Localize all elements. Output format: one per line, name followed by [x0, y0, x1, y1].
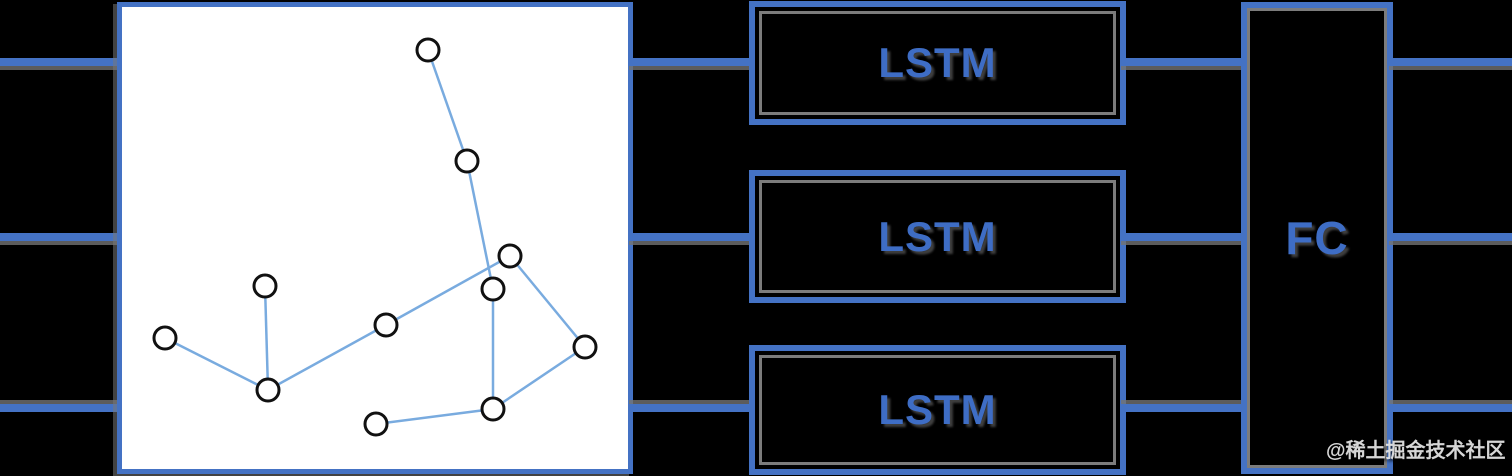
graph-edge — [267, 323, 387, 392]
graph-panel — [117, 2, 633, 474]
graph-to-lstm1-line — [629, 58, 754, 66]
lstm-label-2: LSTM — [878, 212, 997, 260]
lstm-label-1: LSTM — [878, 39, 997, 86]
output-line-3 — [1389, 404, 1512, 412]
watermark-text: @稀土掘金技术社区 — [1326, 440, 1506, 462]
lstm-block-1: LSTM — [749, 1, 1126, 125]
graph-edge — [465, 160, 495, 290]
graph-node — [480, 396, 506, 422]
graph-edge — [426, 49, 469, 162]
output-line-2 — [1389, 233, 1512, 241]
fc-block: FC — [1241, 2, 1393, 474]
lstm-block-2: LSTM — [749, 170, 1126, 303]
lstm-label-3: LSTM — [878, 386, 997, 433]
graph-edge — [263, 285, 270, 391]
graph-to-lstm3-line — [629, 404, 754, 412]
graph-edge — [164, 336, 269, 392]
graph-node — [497, 243, 523, 269]
graph-node — [415, 37, 441, 63]
lstm-block-3: LSTM — [749, 345, 1126, 475]
graph-node — [252, 273, 278, 299]
graph-node — [480, 276, 506, 302]
graph-svg — [152, 37, 598, 437]
lstm1-to-fc-line — [1121, 58, 1246, 66]
graph-edge — [385, 254, 511, 327]
lstm3-to-fc-line — [1121, 404, 1246, 412]
graph-edge — [492, 345, 586, 411]
graph-node — [572, 334, 598, 360]
output-line-1 — [1389, 58, 1512, 66]
graph-to-lstm2-line — [629, 233, 754, 241]
graph-node — [454, 148, 480, 174]
graph-edge — [509, 255, 586, 348]
graph-node — [373, 312, 399, 338]
graph-node — [363, 411, 389, 437]
input-line-2 — [0, 233, 122, 241]
graph-node — [152, 325, 178, 351]
graph-edge — [375, 407, 494, 426]
fc-label: FC — [1285, 212, 1349, 264]
graph-node — [255, 377, 281, 403]
input-line-3 — [0, 404, 122, 412]
lstm2-to-fc-line — [1121, 233, 1246, 241]
input-line-1 — [0, 58, 122, 66]
